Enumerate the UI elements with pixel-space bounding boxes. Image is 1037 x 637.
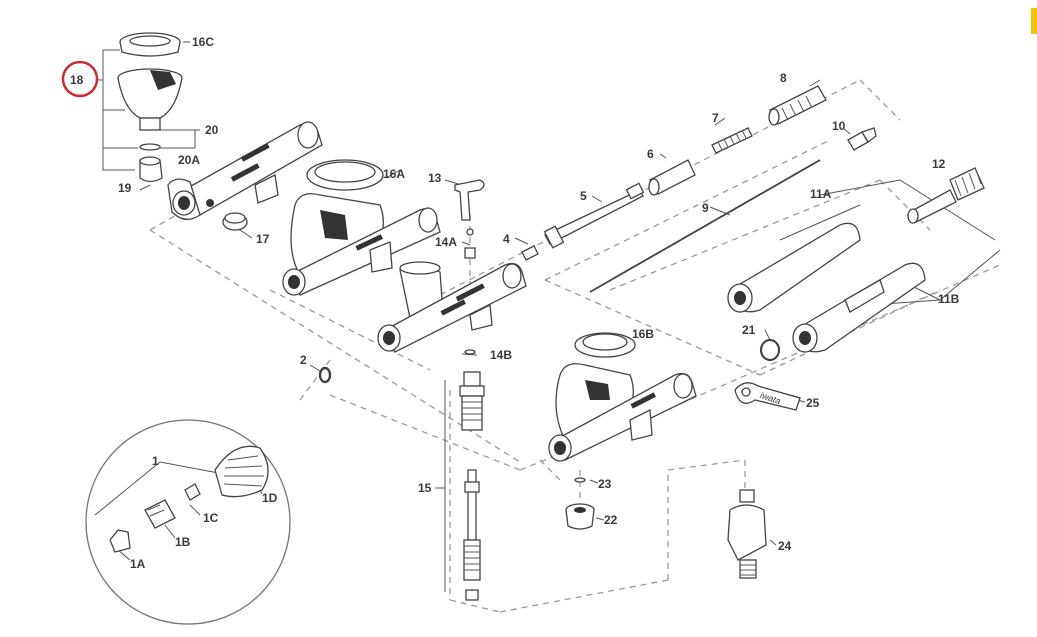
label-1c: 1C xyxy=(203,511,219,525)
part-19-elbow xyxy=(139,156,163,183)
part-4-nozzle-small xyxy=(521,245,539,261)
part-24-regulator xyxy=(727,489,767,579)
part-11a-handle xyxy=(727,222,861,313)
body-gravity-16b xyxy=(548,332,697,462)
part-15-valve-assembly xyxy=(459,371,485,601)
label-9: 9 xyxy=(702,201,709,215)
label-4: 4 xyxy=(503,232,510,246)
label-15: 15 xyxy=(418,481,432,495)
label-17: 17 xyxy=(256,232,270,246)
part-11b-handle-cutaway xyxy=(792,262,926,353)
label-8: 8 xyxy=(780,71,787,85)
label-16b: 16B xyxy=(632,327,654,341)
label-20: 20 xyxy=(205,123,219,137)
part-18-cup xyxy=(117,68,183,151)
part-9-needle xyxy=(589,159,821,293)
label-21: 21 xyxy=(742,323,756,337)
inset-nozzle-detail xyxy=(85,419,291,625)
label-11b: 11B xyxy=(938,292,960,306)
highlight-callout-circle xyxy=(61,60,99,98)
label-14a: 14A xyxy=(435,235,457,249)
label-2: 2 xyxy=(300,353,307,367)
label-16c: 16C xyxy=(192,35,214,49)
label-1: 1 xyxy=(152,454,159,468)
body-gravity-16a xyxy=(282,159,441,296)
part-17-cap xyxy=(222,212,248,231)
label-19: 19 xyxy=(118,181,132,195)
label-23: 23 xyxy=(598,477,612,491)
part-12-adjuster xyxy=(907,167,985,224)
body-side-feed xyxy=(167,121,323,220)
part-5-chuck xyxy=(543,182,645,249)
label-1d: 1D xyxy=(262,491,278,505)
part-14b-o-ring xyxy=(464,349,476,355)
label-16a: 16A xyxy=(383,167,405,181)
part-6-guide xyxy=(648,159,696,196)
label-12: 12 xyxy=(932,157,946,171)
part-25-wrench: iwata xyxy=(734,382,801,411)
part-7-spring xyxy=(711,127,753,154)
label-10: 10 xyxy=(832,119,846,133)
label-11a: 11A xyxy=(810,187,832,201)
part-13-lever xyxy=(454,179,485,259)
label-1a: 1A xyxy=(130,557,146,571)
label-6: 6 xyxy=(647,147,654,161)
part-labels: 16C 18 20 20A 19 17 16A 13 14A 4 5 6 7 8… xyxy=(70,35,960,571)
label-24: 24 xyxy=(778,539,792,553)
part-8-spring-guide xyxy=(768,85,827,126)
part-21-o-ring xyxy=(759,338,781,362)
label-7: 7 xyxy=(712,111,719,125)
label-20a: 20A xyxy=(178,153,200,167)
label-5: 5 xyxy=(580,189,587,203)
part-23-washer xyxy=(574,477,586,483)
part-10-nut xyxy=(847,127,877,151)
body-center xyxy=(377,261,527,353)
label-13: 13 xyxy=(428,171,442,185)
label-22: 22 xyxy=(604,513,618,527)
part-16c-lid xyxy=(119,32,181,57)
label-25: 25 xyxy=(806,396,820,410)
label-14b: 14B xyxy=(490,348,512,362)
part-22-valve-nut xyxy=(565,503,595,530)
corner-mark xyxy=(1031,8,1037,34)
label-1b: 1B xyxy=(175,535,191,549)
label-18: 18 xyxy=(70,73,84,87)
part-2-o-ring xyxy=(318,366,332,384)
